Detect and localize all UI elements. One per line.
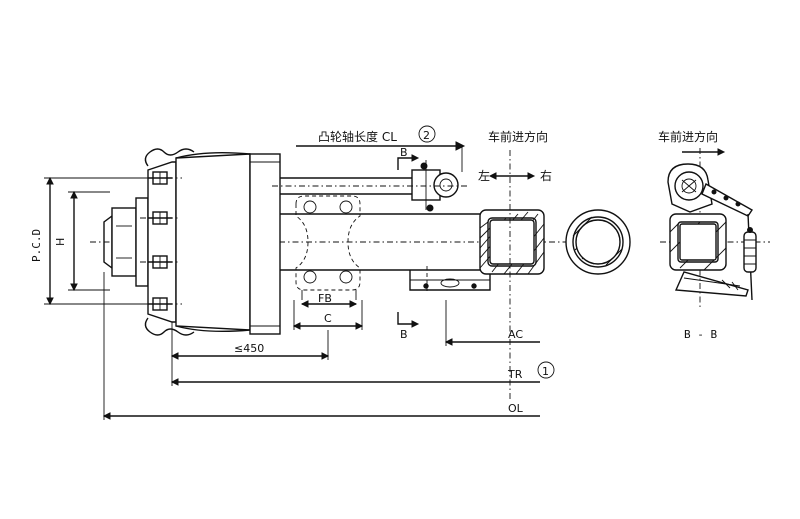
direction-indicator: 车前进方向 左 右 bbox=[478, 129, 552, 400]
forward-direction-label-bb: 车前进方向 bbox=[658, 129, 718, 144]
section-b-top-label: B bbox=[400, 146, 408, 159]
pcd-dimension: P.C.D bbox=[30, 176, 150, 306]
camshaft-length-label: 凸轮轴长度 CL bbox=[318, 129, 397, 144]
wheel-hub bbox=[103, 148, 281, 336]
camshaft-circle-number: 2 bbox=[423, 129, 430, 142]
camshaft-length-dim: 凸轮轴长度 CL 2 bbox=[296, 125, 466, 172]
forward-direction-label: 车前进方向 bbox=[488, 129, 548, 144]
h-label: H bbox=[54, 238, 67, 246]
ac-label: AC bbox=[508, 328, 523, 341]
section-marker-top: B bbox=[397, 146, 420, 170]
c-label: C bbox=[324, 312, 332, 325]
fb-dimension: FB bbox=[300, 292, 358, 308]
fb-label: FB bbox=[318, 292, 332, 305]
camshaft bbox=[272, 160, 470, 212]
h-dimension: H bbox=[54, 190, 110, 292]
axle-beam bbox=[280, 195, 545, 300]
wheel-stud bbox=[148, 297, 172, 311]
section-bb-label: B - B bbox=[684, 328, 717, 341]
section-b-bottom-label: B bbox=[400, 328, 408, 341]
left-label: 左 bbox=[478, 168, 490, 183]
tr-label: TR bbox=[507, 368, 523, 381]
ol-label: OL bbox=[508, 402, 524, 415]
section-marker-bottom: B bbox=[397, 312, 420, 341]
le450-label: ≤450 bbox=[234, 342, 264, 355]
c-dimension: C bbox=[292, 300, 364, 330]
ol-dimension: OL bbox=[102, 272, 540, 420]
right-label: 右 bbox=[540, 168, 552, 183]
le450-dimension: ≤450 bbox=[170, 322, 330, 360]
pcd-label: P.C.D bbox=[30, 229, 43, 262]
round-tube-section bbox=[565, 209, 631, 275]
tr-circle-number: 1 bbox=[542, 365, 549, 378]
section-view-bb: 车前进方向 B - B bbox=[658, 129, 770, 341]
ac-dimension: AC bbox=[444, 300, 540, 346]
tr-dimension: TR 1 bbox=[170, 360, 555, 386]
